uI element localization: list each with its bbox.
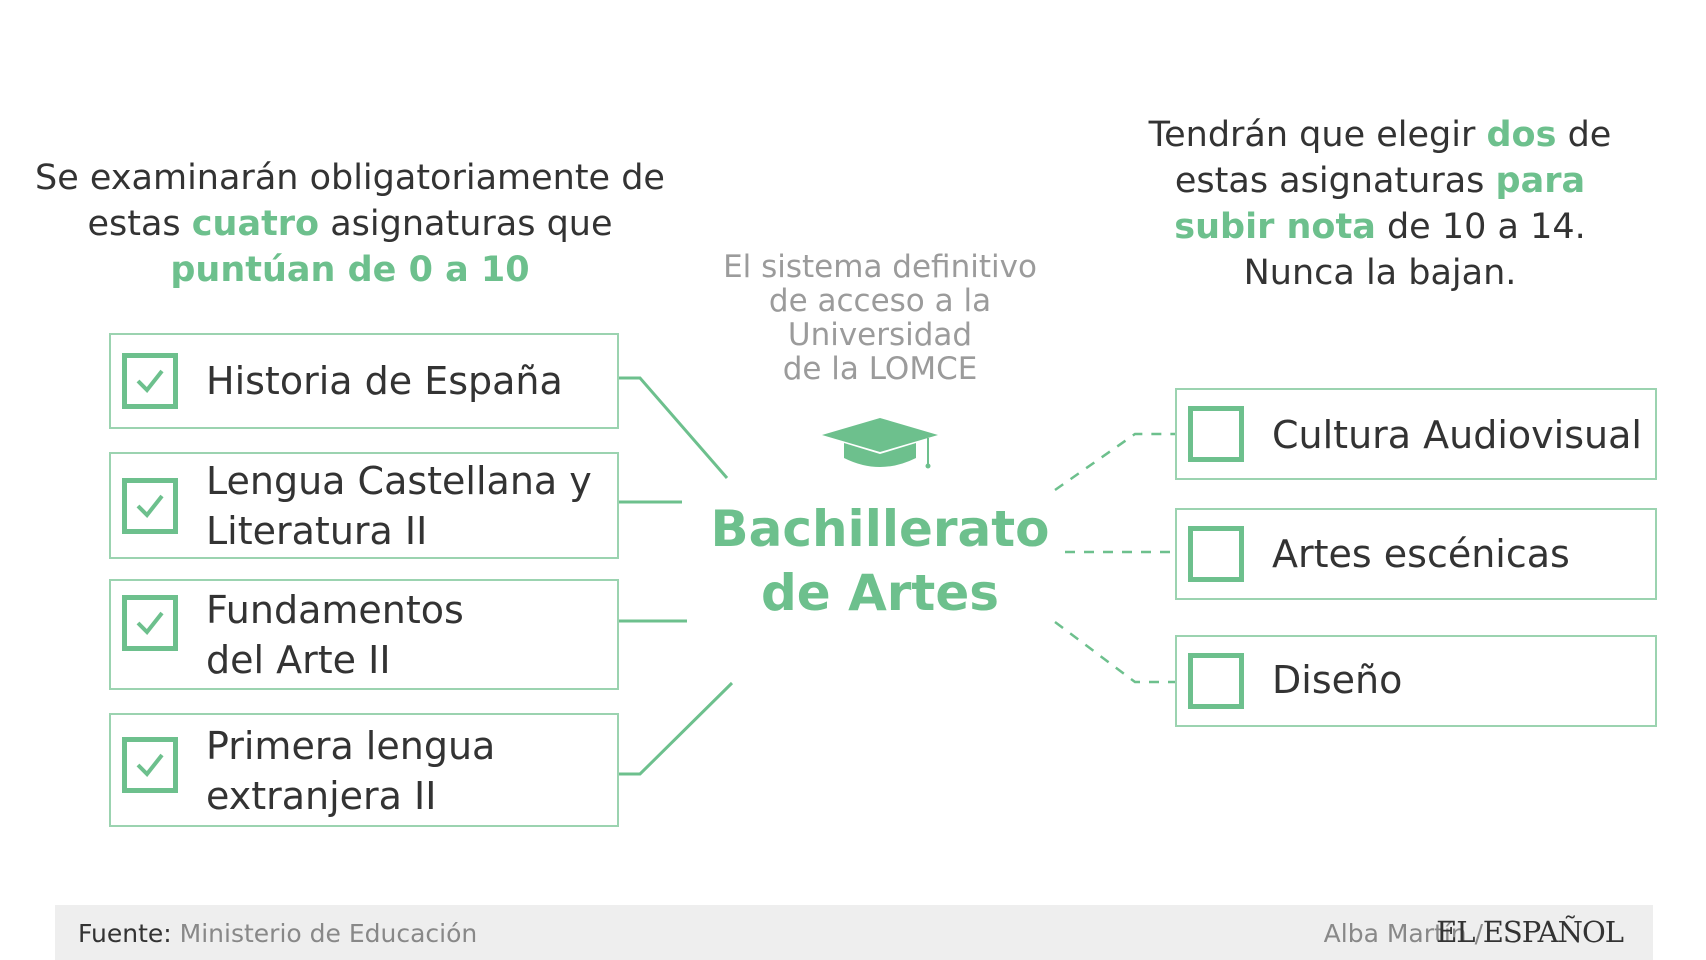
checkbox-checked-icon [122,478,178,534]
subject-label: Primera lengua extranjera II [206,721,495,821]
mandatory-heading-text-2: asignaturas que [319,204,613,244]
center-title-line: de Artes [760,564,1000,622]
subject-label: Historia de España [206,356,563,406]
mandatory-subject-item: Fundamentos del Arte II [109,579,619,690]
subject-label: Lengua Castellana y Literatura II [206,456,592,556]
subject-label-line: Fundamentos [206,588,464,632]
checkbox-checked-icon [122,737,178,793]
mandatory-subject-item: Lengua Castellana y Literatura II [109,452,619,559]
checkbox-empty-icon [1188,526,1244,582]
center-subtitle: El sistema definitivo de acceso a la Uni… [700,250,1060,386]
subject-label: Cultura Audiovisual [1272,410,1642,460]
subject-label-line: del Arte II [206,638,391,682]
subject-label-line: Artes escénicas [1272,532,1570,576]
subject-label-line: Cultura Audiovisual [1272,413,1642,457]
center-title-line: Bachillerato [710,500,1050,558]
optional-heading-text-2: de estas asignaturas [1174,115,1612,201]
subject-label: Fundamentos del Arte II [206,585,464,685]
connector-line-1 [619,376,729,479]
source-label: Fuente: [78,919,172,948]
center-title: Bachillerato de Artes [700,497,1060,625]
mandatory-heading: Se examinarán obligatoriamente de estas … [30,155,670,293]
brand-logo: EL ESPAÑOL [1436,915,1624,949]
optional-subject-item: Artes escénicas [1175,508,1657,600]
dashed-connector-1 [1054,432,1175,492]
mandatory-heading-text-1: Se examinarán obligatoriamente de estas [35,158,665,244]
checkbox-empty-icon [1188,653,1244,709]
optional-heading-highlight-purpose: para subir nota [1174,161,1586,247]
center-subtitle-line: Universidad [787,317,973,353]
dashed-connector-3 [1054,621,1175,684]
subject-label: Artes escénicas [1272,529,1570,579]
subject-label-line: Lengua Castellana y [206,459,592,503]
optional-heading-highlight-count: dos [1486,115,1557,155]
subject-label-line: extranjera II [206,774,437,818]
footer-bar: Fuente: Ministerio de Educación Alba Mar… [55,905,1653,960]
center-subtitle-line: El sistema definitivo [723,249,1037,285]
mandatory-subject-item: Primera lengua extranjera II [109,713,619,827]
subject-label: Diseño [1272,655,1402,705]
source-value: Ministerio de Educación [179,919,478,948]
center-subtitle-line: de la LOMCE [782,351,978,387]
source-credit: Fuente: Ministerio de Educación [78,919,477,948]
mandatory-subject-item: Historia de España [109,333,619,429]
graduation-cap-icon [820,414,940,480]
subject-label-line: Historia de España [206,359,563,403]
connector-line-4 [619,681,734,776]
subject-label-line: Literatura II [206,509,428,553]
optional-heading: Tendrán que elegir dos de estas asignatu… [1120,112,1640,296]
checkbox-checked-icon [122,353,178,409]
optional-heading-text-1: Tendrán que elegir [1148,115,1487,155]
optional-subject-item: Diseño [1175,635,1657,727]
mandatory-heading-highlight-count: cuatro [191,204,320,244]
mandatory-heading-highlight-score: puntúan de 0 a 10 [170,250,530,290]
center-subtitle-line: de acceso a la [768,283,992,319]
subject-label-line: Diseño [1272,658,1403,702]
optional-heading-text-3: de 10 a 14. Nunca la bajan. [1243,207,1586,293]
optional-subject-item: Cultura Audiovisual [1175,388,1657,480]
author-credit: Alba Martín / [1323,919,1483,948]
checkbox-empty-icon [1188,406,1244,462]
subject-label-line: Primera lengua [206,724,496,768]
checkbox-checked-icon [122,595,178,651]
